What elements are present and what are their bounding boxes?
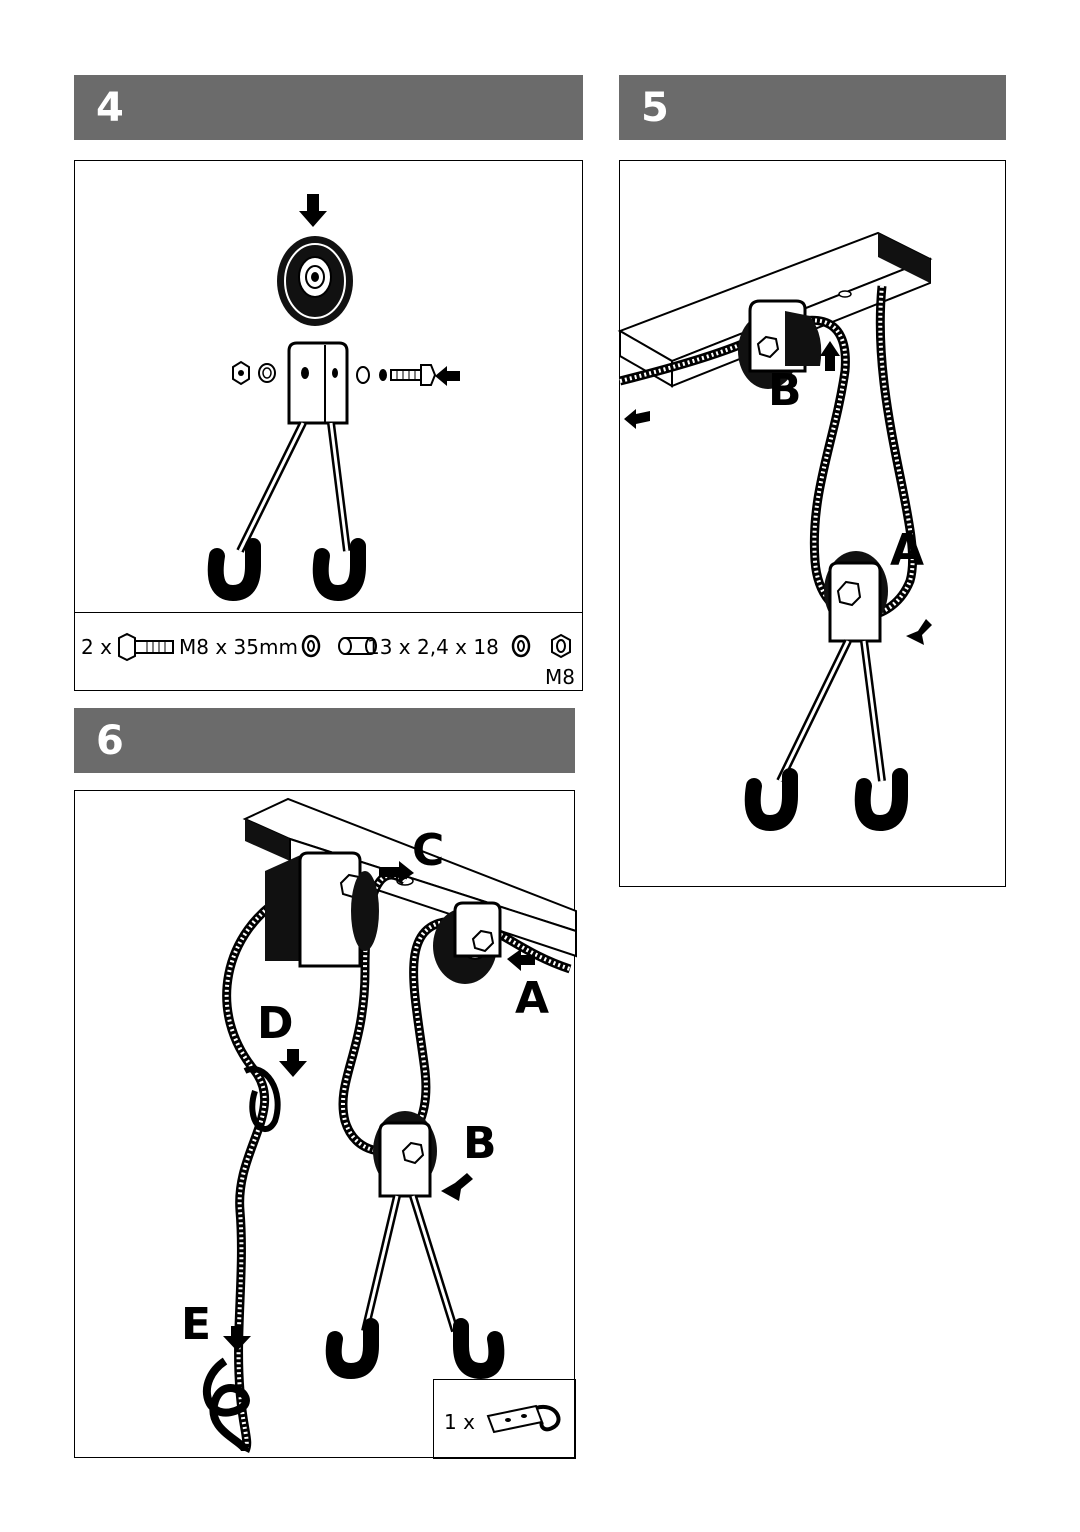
left-arrow-icon bbox=[507, 949, 535, 971]
washer-icon bbox=[356, 366, 370, 384]
step-4-parts-list: 2 x M8 x 35mm 13 x 2,4 x 18 M8 bbox=[74, 612, 583, 691]
down-arrow-icon bbox=[299, 194, 327, 227]
bolt-icon bbox=[390, 364, 437, 386]
step-5-panel: B A bbox=[617, 160, 1006, 887]
cleat-knot-icon bbox=[243, 1066, 281, 1132]
sleeve-size: 13 x 2,4 x 18 bbox=[367, 635, 499, 659]
step-4-illustration bbox=[207, 194, 460, 602]
step-5-header: 5 bbox=[619, 75, 1006, 140]
pulley-icon bbox=[776, 551, 888, 783]
label-a: A bbox=[890, 525, 924, 576]
hook-icon bbox=[325, 1318, 379, 1380]
pulley-icon bbox=[265, 851, 379, 968]
hook-icon bbox=[854, 768, 908, 832]
label-e: E bbox=[181, 1299, 211, 1350]
down-arrow-icon bbox=[223, 1326, 251, 1351]
knot-icon bbox=[203, 1357, 250, 1453]
nut-icon bbox=[232, 360, 250, 386]
bolt-icon bbox=[118, 632, 174, 662]
pulley-icon bbox=[738, 299, 822, 389]
hook-icon bbox=[453, 1318, 505, 1380]
parts-quantity: 2 x bbox=[81, 635, 112, 659]
washer-icon bbox=[301, 634, 321, 658]
washer-icon bbox=[258, 363, 276, 383]
nut-size: M8 bbox=[545, 665, 575, 689]
washer-icon bbox=[379, 369, 387, 381]
step-6-panel: C A D B E 1 x bbox=[74, 790, 577, 1459]
label-c: C bbox=[412, 825, 444, 876]
hook-icon bbox=[744, 768, 798, 832]
step-4-header: 4 bbox=[74, 75, 583, 140]
pulley-icon bbox=[433, 901, 502, 984]
down-arrow-icon bbox=[279, 1049, 307, 1077]
wall-cleat-hook-icon bbox=[486, 1404, 561, 1434]
step-4-number: 4 bbox=[96, 84, 124, 131]
step-5-number: 5 bbox=[641, 84, 669, 131]
diagonal-arrow-icon bbox=[906, 619, 932, 645]
pulley-wheel-icon bbox=[277, 236, 353, 326]
label-d: D bbox=[257, 998, 294, 1049]
step-5-illustration: B A bbox=[617, 231, 933, 832]
step-6-number: 6 bbox=[96, 717, 124, 764]
step-6-illustration: C A D B E bbox=[181, 797, 577, 1454]
hook-icon bbox=[207, 538, 261, 602]
bolt-size: M8 x 35mm bbox=[179, 635, 298, 659]
step-6-parts-list: 1 x bbox=[433, 1379, 576, 1459]
diagonal-arrow-icon bbox=[441, 1173, 473, 1201]
parts-quantity: 1 x bbox=[444, 1410, 475, 1434]
hook-icon bbox=[312, 538, 366, 602]
rope-icon bbox=[222, 892, 288, 1454]
left-arrow-icon bbox=[435, 366, 460, 386]
pulley-bracket-icon bbox=[236, 341, 351, 553]
step-4-panel bbox=[74, 160, 583, 613]
sleeve-icon bbox=[338, 637, 377, 655]
label-b: B bbox=[463, 1118, 497, 1169]
left-arrow-icon bbox=[624, 409, 650, 429]
right-arrow-icon bbox=[379, 861, 414, 883]
nut-icon bbox=[551, 633, 571, 659]
pulley-icon bbox=[361, 1111, 459, 1333]
up-arrow-icon bbox=[820, 341, 840, 371]
label-b: B bbox=[768, 365, 802, 416]
label-a: A bbox=[515, 973, 549, 1024]
washer-icon bbox=[511, 634, 531, 658]
step-6-header: 6 bbox=[74, 708, 575, 773]
